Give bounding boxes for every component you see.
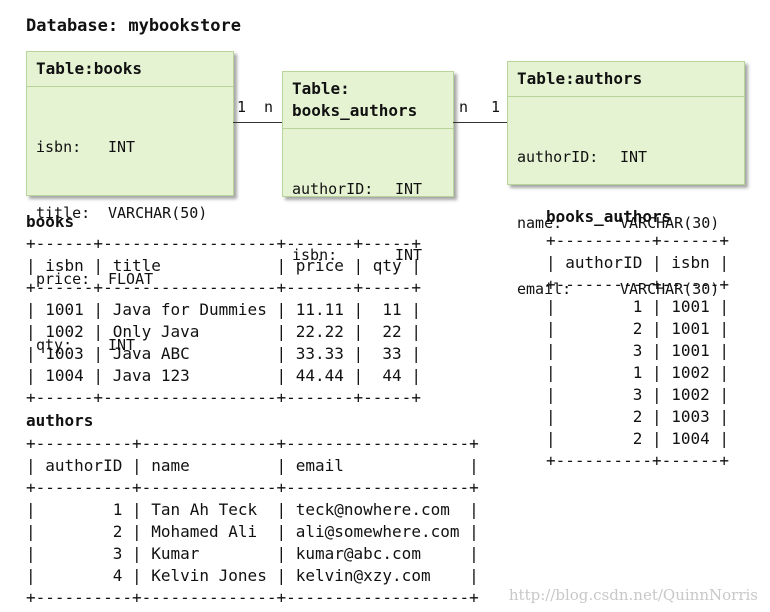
field-name: isbn: [36, 138, 82, 156]
field-name: authorID: [292, 180, 374, 198]
field-row: price: FLOAT [36, 268, 224, 290]
field-row: authorID: INT [292, 178, 444, 200]
table-row: | 1001 | Java for Dummies | 11.11 | 11 | [26, 300, 421, 319]
table-border: +----------+--------------+-------------… [26, 434, 479, 453]
table-row: | 1 | 1002 | [546, 363, 730, 382]
table-header: | authorID | name | email | [26, 456, 479, 475]
table-border: +----------+------+ [546, 275, 730, 294]
table-border: +----------+------+ [546, 231, 730, 250]
table-row: | 1003 | Java ABC | 33.33 | 33 | [26, 344, 421, 363]
field-name: authorID: [517, 148, 599, 166]
field-type: FLOAT [108, 270, 154, 288]
result-table-books: +------+------------------+-------+-----… [26, 233, 421, 409]
section-title-books-authors: books_authors [546, 207, 672, 226]
field-type: INT [108, 336, 136, 354]
field-row: name: VARCHAR(30) [517, 212, 735, 234]
cardinality-label: 1 [491, 98, 501, 116]
table-row: | 2 | 1001 | [546, 319, 730, 338]
field-name: email: [517, 280, 572, 298]
field-row: email: VARCHAR(30) [517, 278, 735, 300]
cardinality-label: n [459, 98, 469, 116]
table-border: +------+------------------+-------+-----… [26, 278, 421, 297]
table-header: | isbn | title | price | qty | [26, 256, 421, 275]
field-type: VARCHAR(30) [620, 214, 720, 232]
field-row: authorID: INT [517, 146, 735, 168]
entity-books-header: Table:books [27, 52, 233, 87]
field-row: title: VARCHAR(50) [36, 202, 224, 224]
table-row: | 2 | Mohamed Ali | ali@somewhere.com | [26, 522, 479, 541]
field-type: VARCHAR(50) [108, 204, 208, 222]
table-row: | 2 | 1004 | [546, 429, 730, 448]
header-line: Table: [292, 79, 350, 98]
table-header: | authorID | isbn | [546, 253, 730, 272]
field-name: qty: [36, 336, 73, 354]
entity-authors: Table:authors authorID: INT name: VARCHAR(… [507, 61, 745, 298]
header-line: books_authors [292, 101, 418, 120]
table-border: +------+------------------+-------+-----… [26, 234, 421, 253]
entity-authors-fields: authorID: INT name: VARCHAR(30) email: VARC… [508, 97, 744, 349]
table-row: | 4 | Kelvin Jones | kelvin@xzy.com | [26, 566, 479, 585]
section-title-books: books [26, 212, 75, 231]
relation-line-books-books-authors [233, 122, 282, 123]
table-row: | 3 | Kumar | kumar@abc.com | [26, 544, 479, 563]
result-table-books-authors: +----------+------+ | authorID | isbn | +-… [546, 230, 729, 472]
field-type: VARCHAR(30) [620, 280, 720, 298]
table-row: | 3 | 1001 | [546, 341, 730, 360]
database-title: Database: mybookstore [26, 16, 241, 36]
field-row: isbn: INT [36, 136, 224, 158]
table-row: | 2 | 1003 | [546, 407, 730, 426]
entity-books: Table:books isbn: INT title: VARCHAR(50) p… [26, 51, 234, 354]
table-row: | 1 | 1001 | [546, 297, 730, 316]
section-title-authors: authors [26, 411, 94, 430]
field-type: INT [620, 148, 648, 166]
entity-books-authors-header: Table: books_authors [283, 72, 453, 129]
entity-books-fields: isbn: INT title: VARCHAR(50) price: FLOAT q… [27, 87, 233, 405]
entity-authors-header: Table:authors [508, 62, 744, 97]
field-type: INT [395, 180, 423, 198]
table-border: +----------+--------------+-------------… [26, 588, 479, 607]
result-table-authors: +----------+--------------+-------------… [26, 433, 479, 609]
field-row: isbn: INT [292, 244, 444, 266]
entity-books-authors: Table: books_authors authorID: INT isbn: I… [282, 71, 454, 264]
table-row: | 1 | Tan Ah Teck | teck@nowhere.com | [26, 500, 479, 519]
table-border: +----------+--------------+-------------… [26, 478, 479, 497]
table-row: | 3 | 1002 | [546, 385, 730, 404]
field-name: name: [517, 214, 563, 232]
relation-line-books-authors-authors [453, 122, 507, 123]
field-row: qty: INT [36, 334, 224, 356]
table-row: | 1002 | Only Java | 22.22 | 22 | [26, 322, 421, 341]
field-name: price: [36, 270, 91, 288]
table-row: | 1004 | Java 123 | 44.44 | 44 | [26, 366, 421, 385]
cardinality-label: n [264, 98, 274, 116]
field-name: title: [36, 204, 91, 222]
field-type: INT [108, 138, 136, 156]
field-type: INT [395, 246, 423, 264]
entity-books-authors-fields: authorID: INT isbn: INT [283, 129, 453, 315]
table-border: +----------+------+ [546, 451, 730, 470]
watermark: http://blog.csdn.net/QuinnNorris [508, 586, 758, 604]
field-name: isbn: [292, 246, 338, 264]
table-border: +------+------------------+-------+-----… [26, 388, 421, 407]
cardinality-label: 1 [237, 98, 247, 116]
